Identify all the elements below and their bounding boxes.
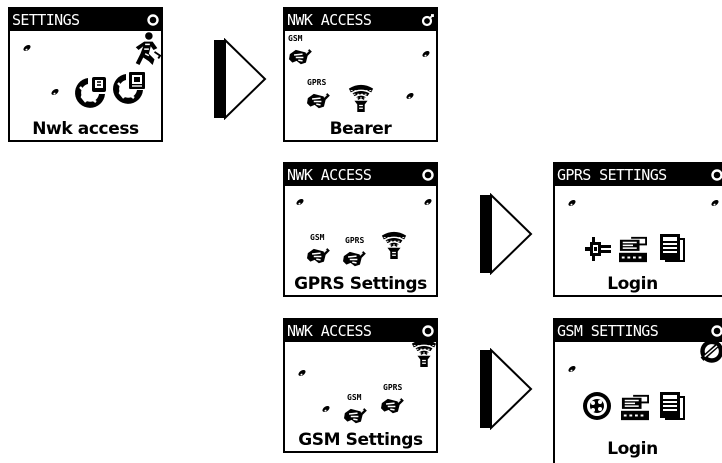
- login-card-icon: [619, 394, 651, 422]
- connector-icon: [583, 234, 613, 264]
- dossier-icon: [657, 390, 687, 422]
- ring-indicator-icon: [710, 324, 722, 338]
- ring-indicator-icon: [421, 168, 435, 182]
- left-scroll-dot-icon: [567, 198, 577, 208]
- gsm-tag: GSM: [347, 393, 362, 402]
- dossier-icon: [657, 232, 687, 264]
- gsm-tag: GSM: [310, 233, 325, 242]
- selected-item-label: Bearer: [329, 119, 392, 139]
- screen-title: NWK ACCESS: [285, 320, 436, 342]
- gsm-tag: GSM: [288, 34, 303, 43]
- login-card-icon: [617, 236, 649, 264]
- gsm-plug-icon: [342, 403, 368, 425]
- left-scroll-dot-icon: [567, 364, 577, 374]
- right-lower-scroll-dot-icon: [405, 91, 415, 101]
- antenna-icon: [347, 83, 375, 113]
- screen-title: NWK ACCESS: [285, 9, 436, 31]
- arrow-1-icon: [214, 38, 267, 120]
- gprs-plug-icon: [341, 246, 367, 268]
- selected-item-label: Nwk access: [32, 119, 139, 139]
- screen-title: NWK ACCESS: [285, 164, 436, 186]
- antenna-icon: [410, 338, 438, 368]
- network-globe-alt-icon: [110, 71, 146, 107]
- left-scroll-dot-icon: [295, 197, 305, 207]
- screen-title: GPRS SETTINGS: [555, 164, 722, 186]
- gprs-plug-icon: [305, 88, 331, 110]
- gprs-tag: GPRS: [345, 236, 365, 245]
- selected-item-label: GPRS Settings: [294, 274, 427, 294]
- lower-scroll-dot-icon: [321, 404, 331, 414]
- nwk-access-bearer-screen: NWK ACCESS GSM GPRS Bearer: [283, 7, 438, 142]
- arrow-2-icon: [480, 193, 533, 275]
- selected-item-label: Login: [607, 274, 658, 294]
- nwk-access-gprs-screen: NWK ACCESS GSM GPRS GPRS Settings: [283, 162, 438, 297]
- left-scroll-dot-icon: [22, 43, 32, 53]
- user-runner-icon: [132, 31, 162, 69]
- selected-item-label: Login: [607, 439, 658, 459]
- network-globe-icon: [72, 75, 108, 111]
- antenna-icon: [380, 230, 408, 260]
- selected-item-label: GSM Settings: [298, 430, 423, 450]
- gsm-plug-icon: [287, 44, 313, 66]
- gprs-plug-icon: [379, 393, 405, 415]
- screen-title: GSM SETTINGS: [555, 320, 722, 342]
- lower-scroll-dot-icon: [50, 87, 60, 97]
- ring-indicator-icon: [421, 324, 435, 338]
- partial-corner-icon: [695, 338, 722, 368]
- arrow-3-icon: [480, 348, 533, 430]
- gsm-plug-icon: [305, 243, 331, 265]
- settings-screen: SETTINGS Nwk access: [8, 7, 163, 142]
- gprs-tag: GPRS: [307, 78, 327, 87]
- nwk-access-gsm-screen: NWK ACCESS GSM GPRS GSM Settings: [283, 318, 438, 453]
- disc-icon: [581, 390, 613, 422]
- ring-indicator-icon: [710, 168, 722, 182]
- ring-indicator-icon: [146, 13, 160, 27]
- right-scroll-dot-icon: [423, 197, 433, 207]
- right-scroll-dot-icon: [421, 49, 431, 59]
- claw-indicator-icon: [421, 13, 435, 27]
- gprs-tag: GPRS: [383, 383, 403, 392]
- left-scroll-dot-icon: [297, 368, 307, 378]
- gprs-settings-screen: GPRS SETTINGS Login: [553, 162, 722, 297]
- screen-title: SETTINGS: [10, 9, 161, 31]
- gsm-settings-screen: GSM SETTINGS Login: [553, 318, 722, 463]
- right-scroll-dot-icon: [710, 198, 720, 208]
